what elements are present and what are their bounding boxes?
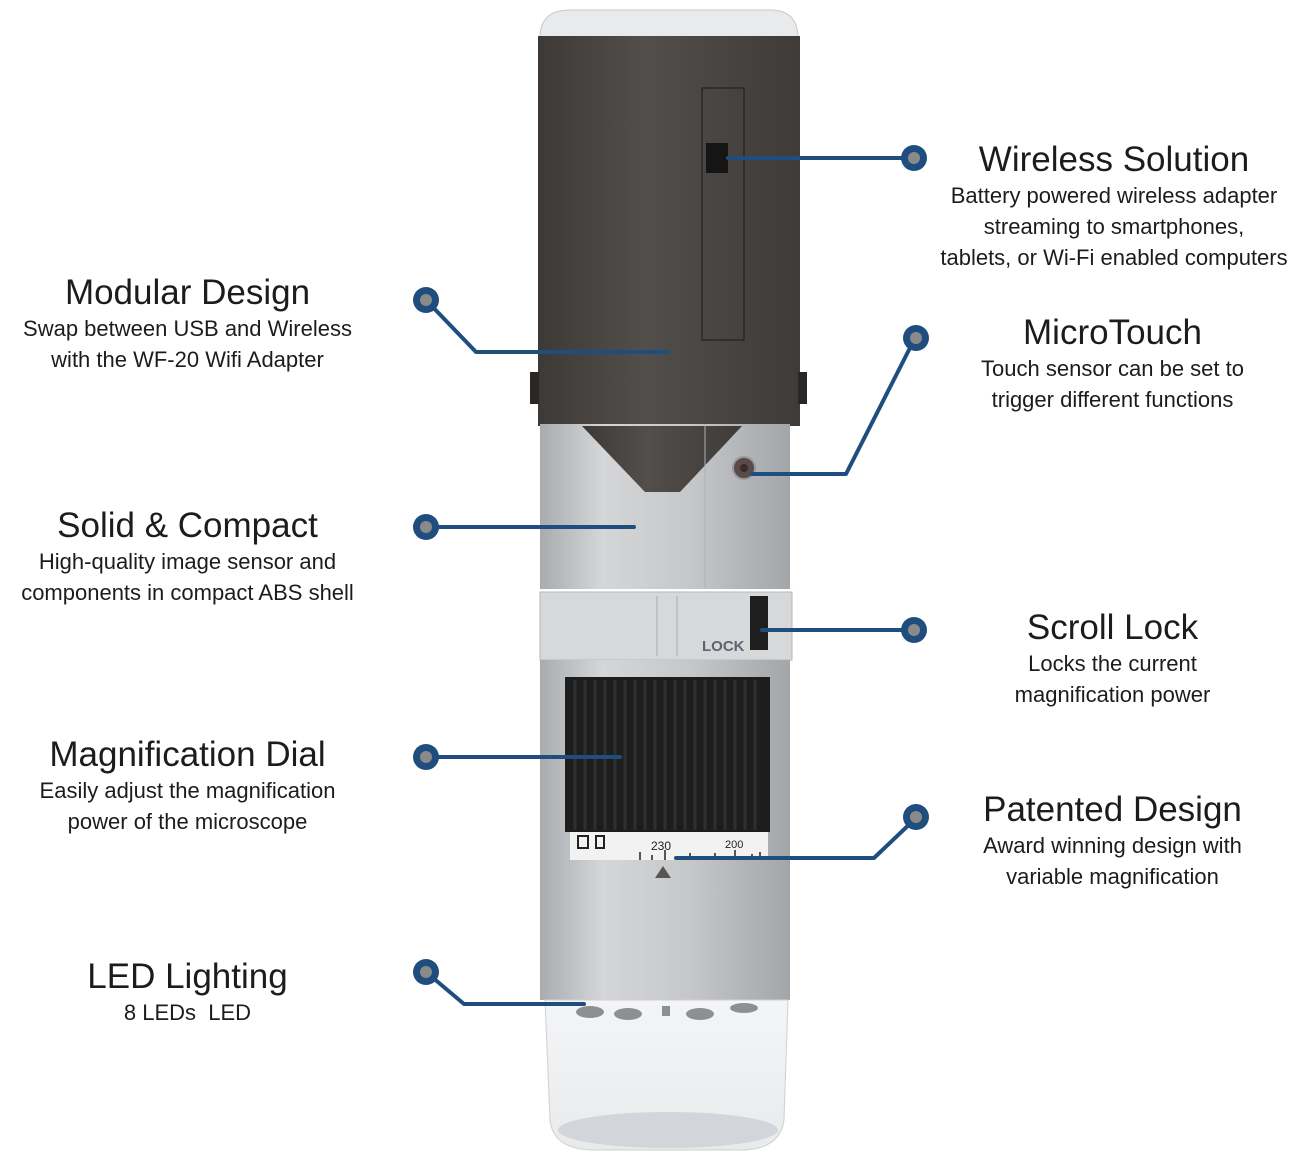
callout-modular: Modular Design Swap between USB and Wire… [0, 273, 375, 375]
glass-cap [544, 999, 789, 1151]
callout-solid: Solid & Compact High-quality image senso… [0, 506, 375, 608]
callout-title: Scroll Lock [1026, 608, 1199, 647]
top-cap [539, 9, 799, 39]
callout-desc-line: Award winning design with [983, 833, 1242, 858]
callout-title: LED Lighting [87, 957, 288, 996]
lock-label: LOCK [702, 638, 745, 655]
callout-desc-line: streaming to smartphones, [983, 214, 1245, 239]
lock-switch [750, 596, 768, 650]
callout-desc-line: trigger different functions [991, 387, 1234, 412]
callout-title: Wireless Solution [978, 140, 1250, 179]
dot-dial-icon [413, 744, 439, 770]
callout-dial: Magnification Dial Easily adjust the mag… [0, 735, 375, 837]
callout-desc-line: Battery powered wireless adapter [950, 183, 1278, 208]
dot-patented-icon [903, 804, 929, 830]
callout-desc-line: 8 LEDs LED [123, 1000, 252, 1025]
callout-scroll: Scroll Lock Locks the current magnificat… [945, 608, 1280, 710]
connector-patented [674, 816, 918, 860]
callout-desc-line: variable magnification [1006, 864, 1219, 889]
dial-pointer [655, 866, 671, 878]
callout-desc-line: power of the microscope [67, 809, 308, 834]
dial-value-200: 200 [725, 839, 743, 851]
connector-led [424, 970, 586, 1006]
callout-dots [413, 145, 929, 985]
callout-title: Patented Design [983, 790, 1242, 829]
callout-desc-line: with the WF-20 Wifi Adapter [51, 347, 324, 372]
callout-desc-line: Swap between USB and Wireless [23, 316, 352, 341]
connector-modular [424, 298, 670, 354]
connector-microtouch [750, 338, 916, 476]
callout-title: Solid & Compact [57, 506, 318, 545]
callout-title: Modular Design [64, 273, 311, 312]
dial-value-230: 230 [651, 839, 671, 853]
callout-patented: Patented Design Award winning design wit… [945, 790, 1280, 892]
callout-desc-line: High-quality image sensor and [38, 549, 337, 574]
callout-desc-line: Easily adjust the magnification [39, 778, 336, 803]
dot-led-icon [413, 959, 439, 985]
callout-led: LED Lighting 8 LEDs LED [0, 957, 375, 1028]
adapter-switch [706, 143, 728, 173]
dot-microtouch-icon [903, 325, 929, 351]
callout-desc-line: components in compact ABS shell [21, 580, 354, 605]
callout-desc-line: Locks the current [1028, 651, 1197, 676]
callout-title: Magnification Dial [49, 735, 326, 774]
dot-modular-icon [413, 287, 439, 313]
callout-desc-line: Touch sensor can be set to [981, 356, 1244, 381]
wireless-adapter-body [538, 36, 800, 426]
dot-scroll-icon [901, 617, 927, 643]
callout-title: MicroTouch [1023, 313, 1202, 352]
callout-desc-line: magnification power [1014, 682, 1211, 707]
dot-wireless-icon [901, 145, 927, 171]
callout-wireless: Wireless Solution Battery powered wirele… [915, 140, 1313, 273]
callout-microtouch: MicroTouch Touch sensor can be set to tr… [945, 313, 1280, 415]
led-row [576, 1003, 758, 1020]
dot-solid-icon [413, 514, 439, 540]
callout-desc-line: tablets, or Wi-Fi enabled computers [940, 245, 1288, 270]
